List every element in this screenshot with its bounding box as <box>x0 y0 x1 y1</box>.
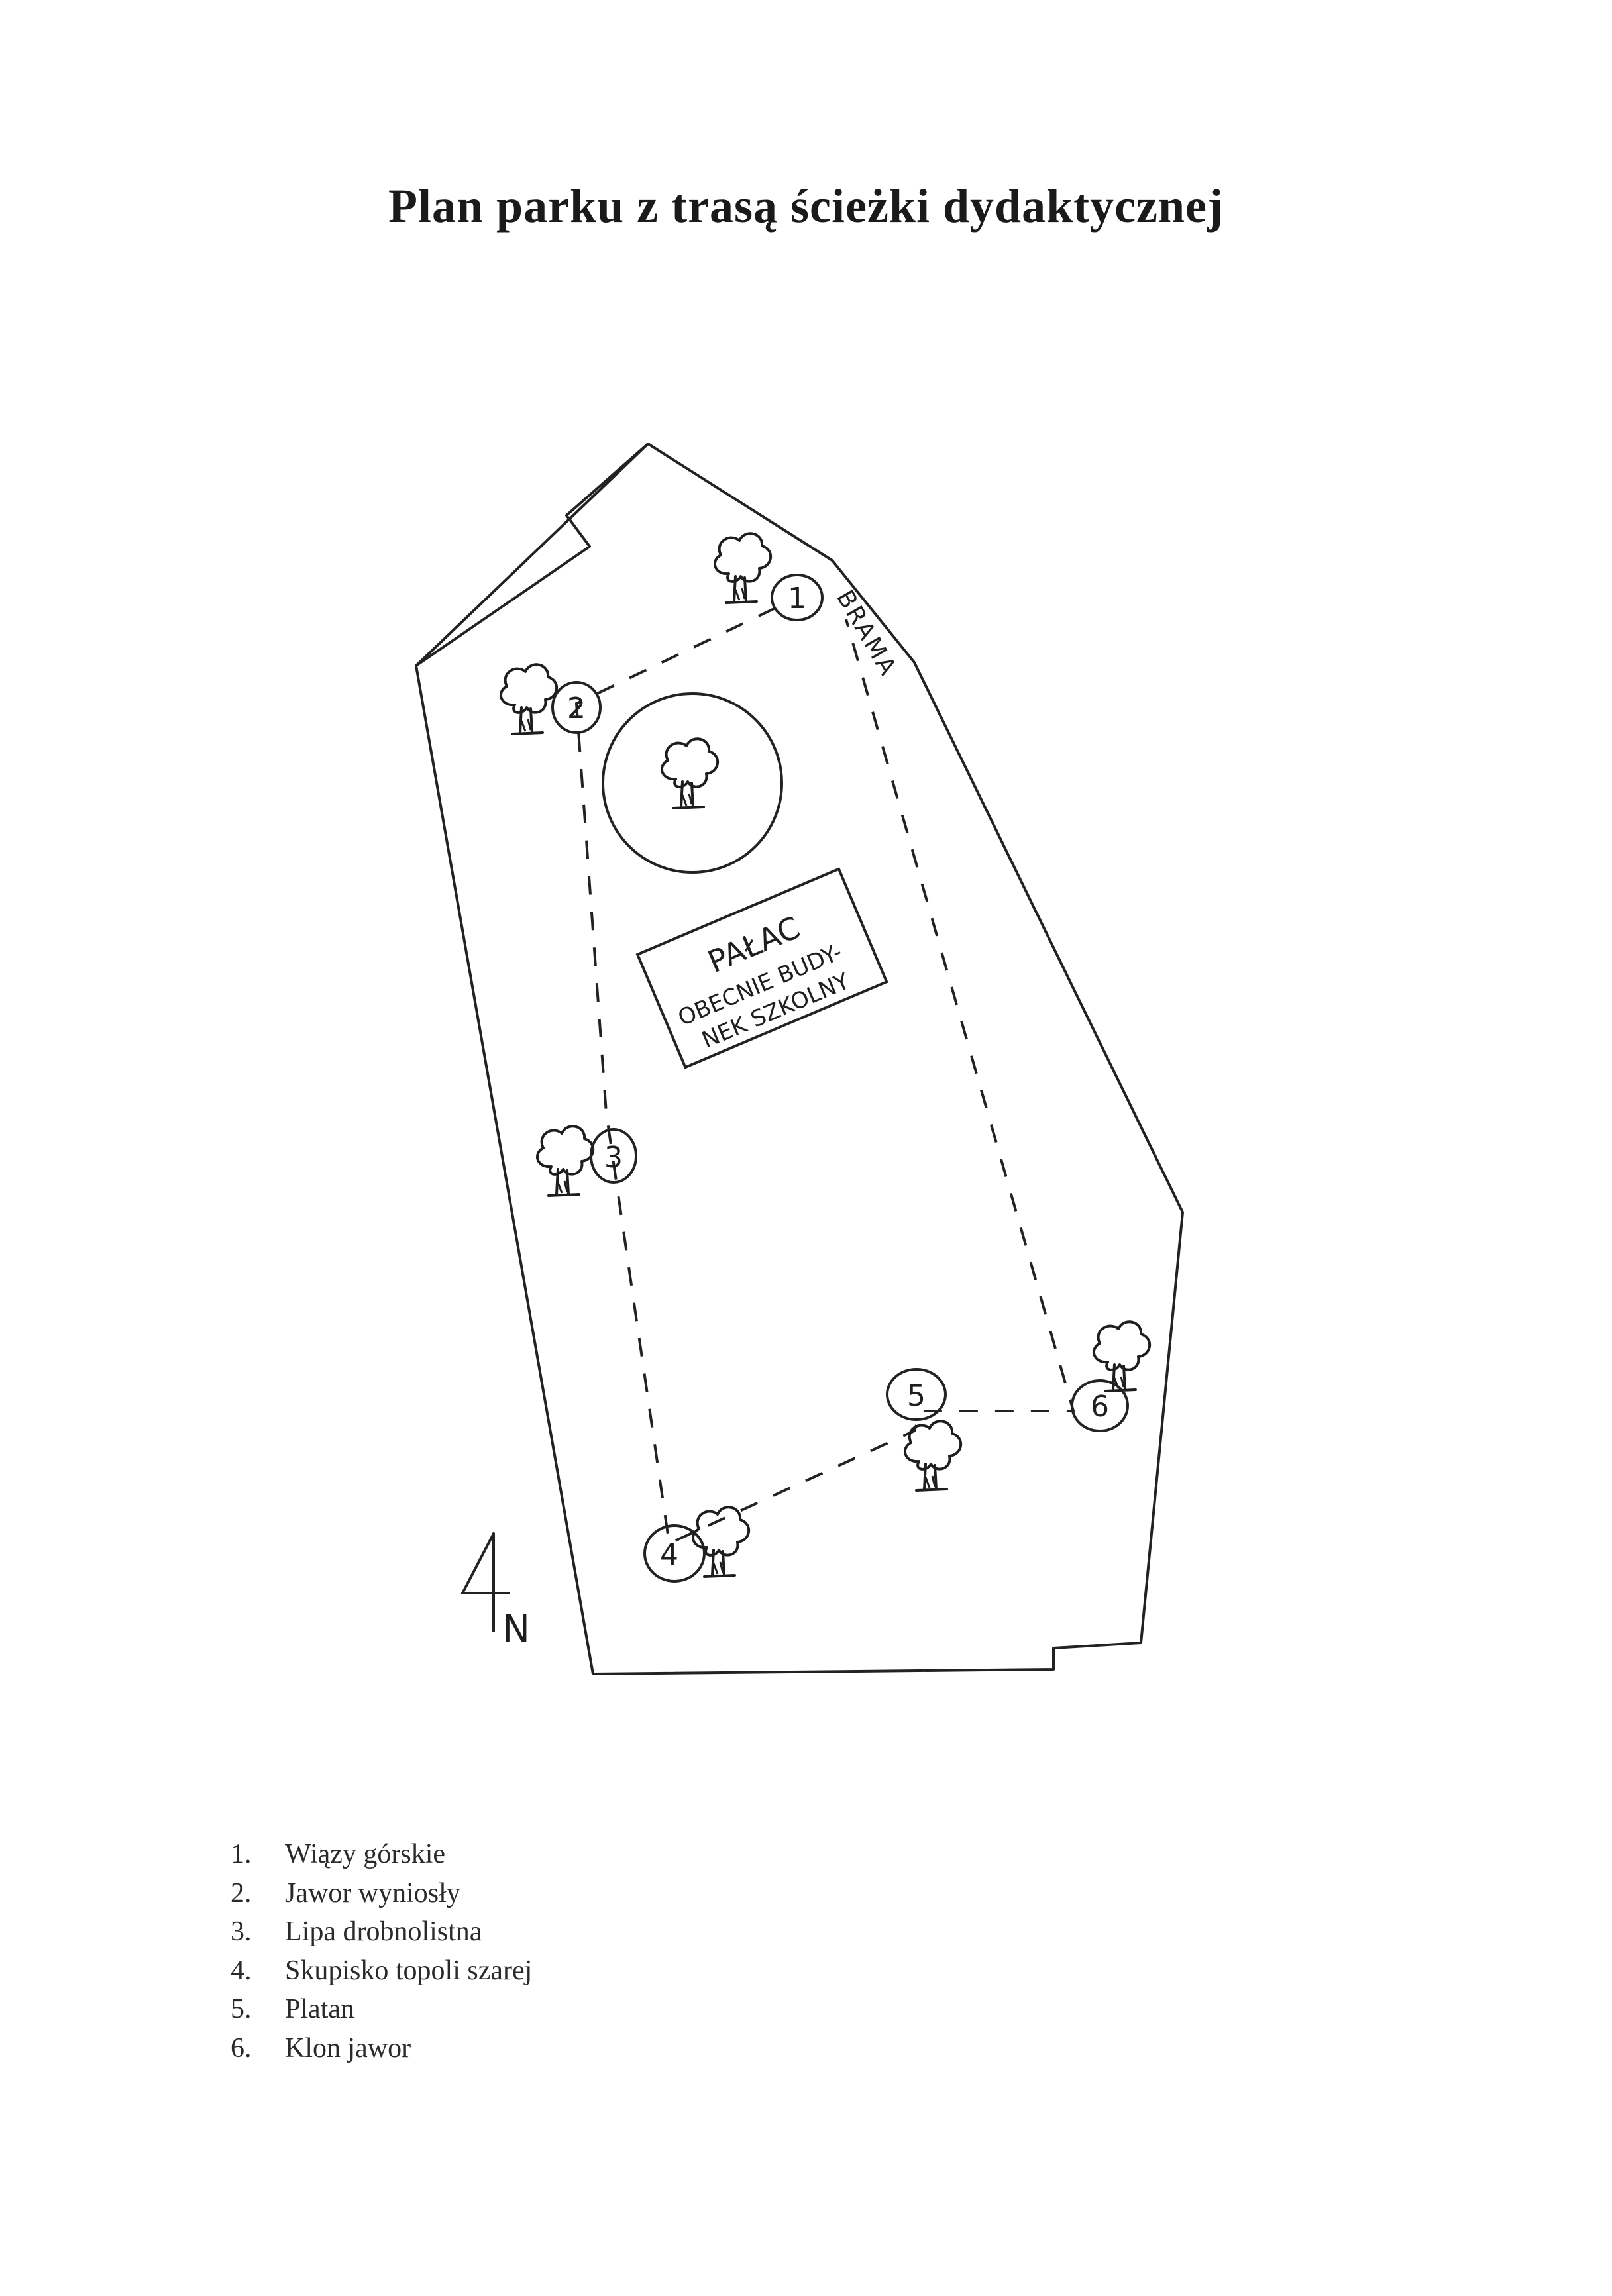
stop-4-marker[interactable] <box>643 1524 706 1583</box>
legend-number: 3. <box>231 1916 252 1947</box>
educational-trail-route <box>574 607 1075 1545</box>
stop-6-number: 6 <box>1091 1390 1109 1424</box>
legend-item: 3. Lipa drobnolistna <box>231 1912 532 1952</box>
legend-number: 1. <box>231 1839 252 1869</box>
legend-name: Platan <box>285 1994 354 2024</box>
stop-5-number: 5 <box>907 1379 926 1413</box>
legend-name: Wiązy górskie <box>285 1839 446 1869</box>
legend-item: 6. Klon jawor <box>231 2029 532 2068</box>
legend-item: 2. Jawor wyniosły <box>231 1874 532 1913</box>
stop-2-marker[interactable] <box>551 681 602 734</box>
stop-4-number: 4 <box>660 1538 678 1572</box>
stop-5-marker[interactable] <box>886 1368 947 1421</box>
stop-1-number: 1 <box>788 582 806 615</box>
stop-2-number: 2 <box>567 692 586 725</box>
page-title: Plan parku z trasą ścieżki dydaktycznej <box>388 180 1224 233</box>
stop-3-number: 3 <box>604 1141 623 1174</box>
legend-name: Lipa drobnolistna <box>285 1916 482 1947</box>
tree-icon <box>713 532 773 604</box>
legend-number: 6. <box>231 2032 252 2063</box>
legend-name: Skupisko topoli szarej <box>285 1955 533 1986</box>
central-lawn-circle <box>602 692 783 874</box>
stop-3-marker[interactable] <box>590 1128 637 1184</box>
legend-name: Jawor wyniosły <box>285 1877 460 1908</box>
legend-item: 1. Wiązy górskie <box>231 1835 532 1874</box>
tree-icon <box>535 1125 595 1197</box>
species-legend: 1. Wiązy górskie 2. Jawor wyniosły 3. Lipa … <box>231 1835 532 2067</box>
palace-building: PAŁAC OBECNIE BUDY- NEK SZKOLNY <box>635 867 888 1069</box>
tree-icon <box>660 737 720 809</box>
tree-icon <box>499 663 559 735</box>
north-label: N <box>502 1608 530 1651</box>
legend-number: 5. <box>231 1994 252 2024</box>
park-boundary <box>415 443 1184 1675</box>
legend-item: 4. Skupisko topoli szarej <box>231 1952 532 1991</box>
legend-name: Klon jawor <box>285 2032 411 2063</box>
stop-1-marker[interactable] <box>771 574 824 621</box>
legend-number: 4. <box>231 1955 252 1986</box>
legend-item: 5. Platan <box>231 1990 532 2029</box>
north-arrow: N <box>461 1532 530 1651</box>
stop-6-marker[interactable] <box>1071 1379 1129 1432</box>
legend-number: 2. <box>231 1877 252 1908</box>
